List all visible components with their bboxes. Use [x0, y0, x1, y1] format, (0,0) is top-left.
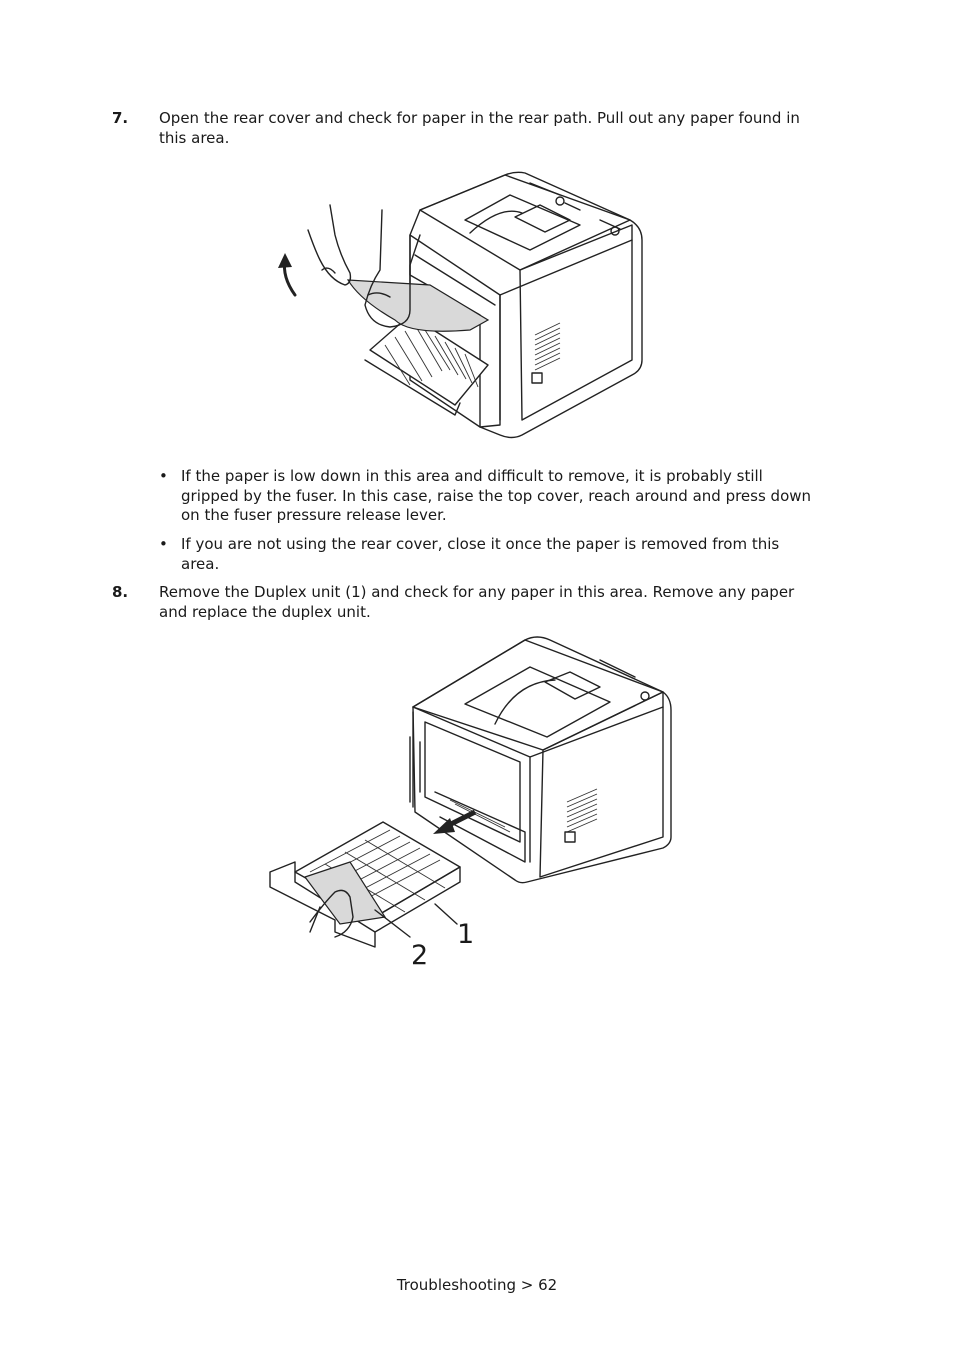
duplex-unit-illustration [265, 632, 680, 977]
step-8-number: 8. [112, 583, 129, 601]
bullet-marker: • [159, 467, 168, 485]
callout-2: 2 [411, 940, 429, 971]
bullet-marker: • [159, 535, 168, 553]
bullet-rear-cover-text: If you are not using the rear cover, clo… [181, 535, 780, 573]
step-7-text: Open the rear cover and check for paper … [159, 109, 800, 147]
step-8-text: Remove the Duplex unit (1) and check for… [159, 583, 795, 621]
step-7-number: 7. [112, 109, 129, 127]
rear-cover-illustration [260, 165, 650, 445]
callout-1: 1 [457, 919, 475, 950]
page-footer: Troubleshooting > 62 [396, 1276, 558, 1294]
bullet-fuser-text: If the paper is low down in this area an… [181, 467, 812, 524]
